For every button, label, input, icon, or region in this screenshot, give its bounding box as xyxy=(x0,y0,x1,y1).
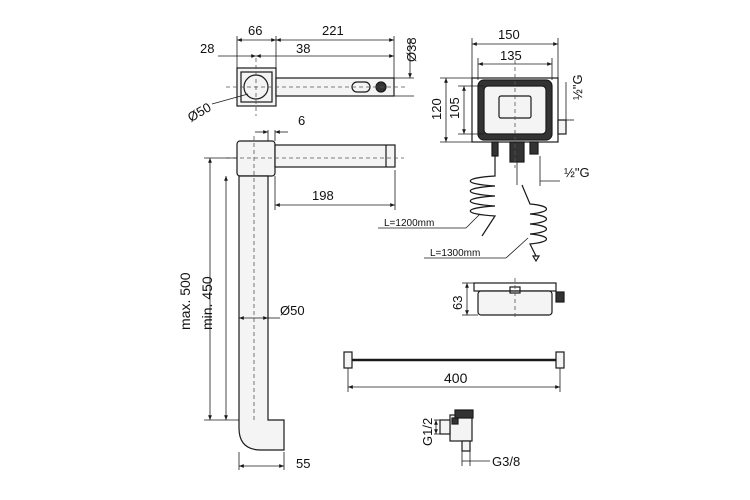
control-box-side: 63 xyxy=(450,278,565,320)
dim-120-label: 120 xyxy=(429,98,444,120)
dim-66-label: 66 xyxy=(248,23,262,38)
dim-135-label: 135 xyxy=(500,48,522,63)
dim-105-label: 105 xyxy=(447,97,462,119)
cable-2-coil xyxy=(521,184,548,257)
dim-63-label: 63 xyxy=(450,296,465,310)
dim-max500-label: max. 500 xyxy=(177,272,193,330)
dim-dia38-label: Ø38 xyxy=(404,37,419,62)
side-view: 6 198 max. 500 min. 450 Ø50 55 xyxy=(177,113,404,471)
bar-end-right xyxy=(555,351,565,369)
dim-dia50-top-label: Ø50 xyxy=(185,100,214,125)
cable-1-coil xyxy=(469,156,497,237)
dim-55-label: 55 xyxy=(296,456,310,471)
dim-198-label: 198 xyxy=(312,188,334,203)
valve-outlet xyxy=(461,440,471,452)
side-view-spout xyxy=(274,144,396,168)
thread-top-label: ½"G xyxy=(570,74,585,100)
control-box-connector xyxy=(509,141,525,163)
cable-1-label: L=1200mm xyxy=(384,218,434,229)
dim-400-label: 400 xyxy=(444,370,468,386)
bar-end-left xyxy=(343,351,353,369)
top-view: 66 221 28 38 Ø38 Ø50 xyxy=(185,23,419,125)
side-view-head xyxy=(236,140,276,177)
dim-38-label: 38 xyxy=(296,41,310,56)
dim-6-label: 6 xyxy=(298,113,305,128)
control-box-front: 150 135 120 105 ½"G ½"G L=1200mm L xyxy=(378,27,590,263)
dim-g38-label: G3/8 xyxy=(492,454,520,469)
valve-inlet xyxy=(439,419,451,435)
cable-2-label: L=1300mm xyxy=(430,248,480,259)
dim-150-label: 150 xyxy=(498,27,520,42)
side-view-pipe xyxy=(238,175,285,451)
dim-221-label: 221 xyxy=(322,23,344,38)
valve-handle xyxy=(454,409,474,419)
dim-min450-label: min. 450 xyxy=(199,276,215,330)
control-box-side-port xyxy=(557,119,567,135)
mounting-bar: 400 xyxy=(343,351,565,392)
dim-dia50-side-label: Ø50 xyxy=(280,303,305,318)
angle-valve: G1/2 G3/8 xyxy=(420,409,520,469)
thread-bottom-label: ½"G xyxy=(564,165,590,180)
dim-g12-label: G1/2 xyxy=(420,418,435,446)
dim-28-label: 28 xyxy=(200,41,214,56)
